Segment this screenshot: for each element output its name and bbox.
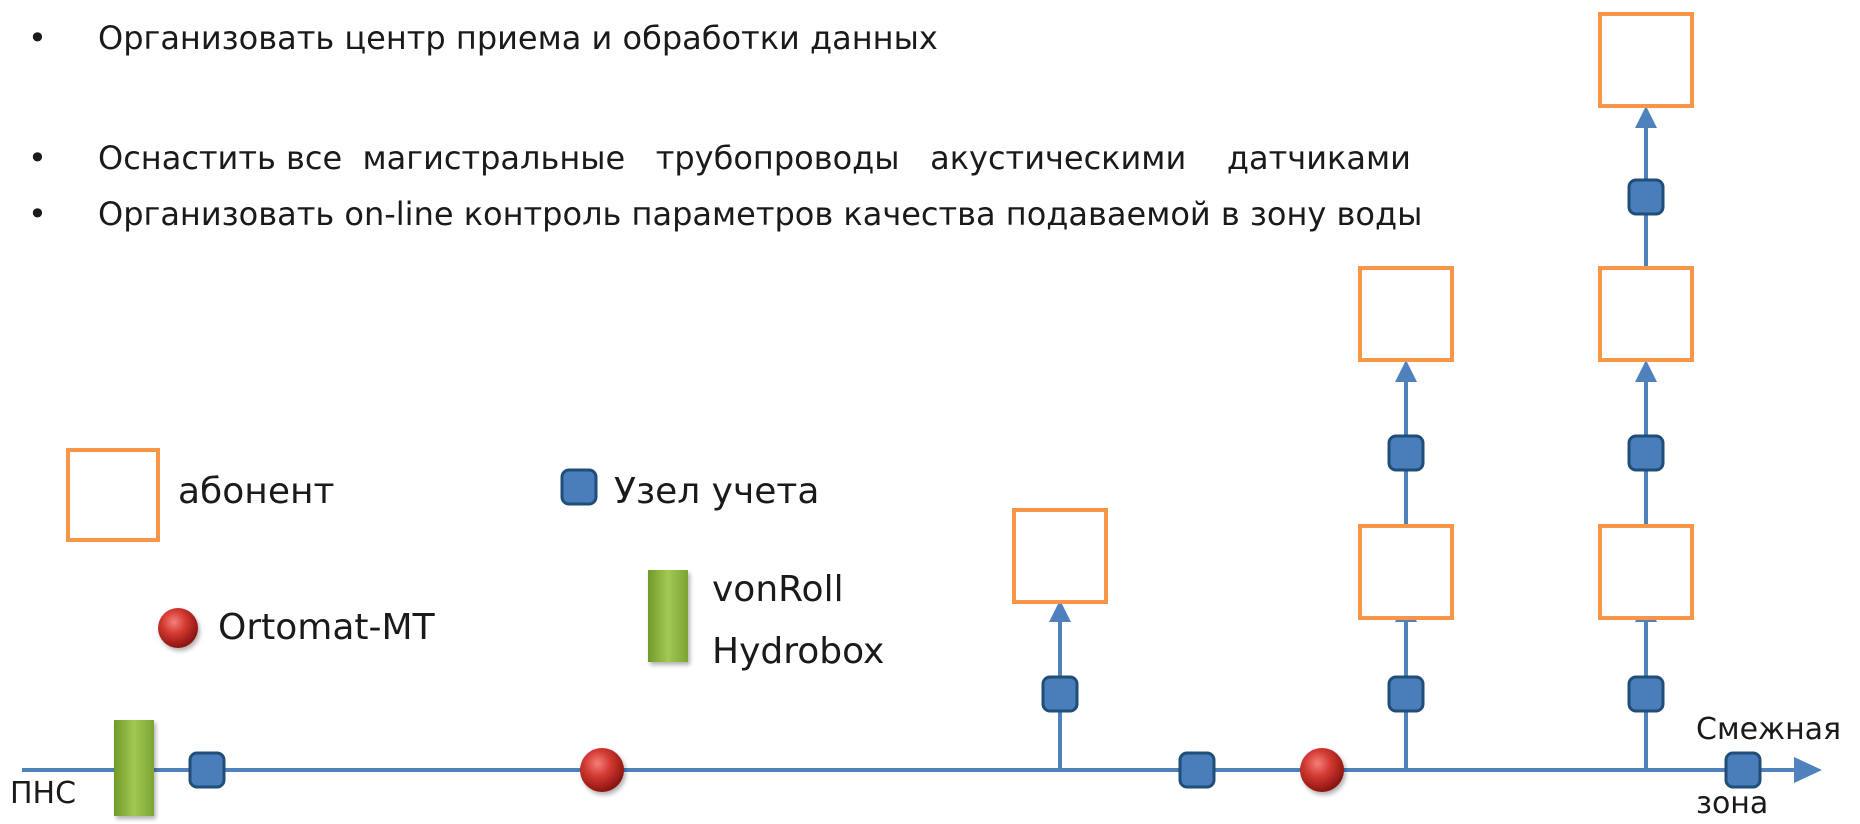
legend-ortomat-label: Ortomat-MT xyxy=(218,607,435,648)
ortomat-marker xyxy=(580,748,624,792)
branch-arrowhead xyxy=(1049,600,1071,622)
meter-node xyxy=(1041,675,1079,713)
bullet-text: Организовать центр приема и обработки да… xyxy=(98,19,938,57)
meter-node xyxy=(188,751,226,789)
legend-hydrobox-icon xyxy=(648,570,688,662)
bullet-text: Организовать on-line контроль параметров… xyxy=(98,195,1423,233)
main-pipe-arrowhead xyxy=(1794,757,1822,783)
subscriber-box xyxy=(1598,12,1694,108)
bullet-item: • Организовать on-line контроль параметр… xyxy=(0,194,1422,354)
meter-node xyxy=(1627,434,1665,472)
subscriber-box xyxy=(1358,524,1454,620)
adjacent-zone-label-line1: Смежная xyxy=(1696,712,1842,747)
subscriber-box xyxy=(1012,508,1108,604)
pns-label: ПНС xyxy=(10,776,77,811)
legend-meter-icon xyxy=(560,468,598,506)
branch-arrowhead xyxy=(1635,106,1657,128)
legend-meter-label: Узел учета xyxy=(614,471,820,512)
ortomat-marker xyxy=(1300,748,1344,792)
bullet-marker: • xyxy=(28,19,47,57)
legend-hydrobox-label-line2: Hydrobox xyxy=(712,631,885,672)
branch-arrowhead xyxy=(1395,360,1417,382)
branch-arrowhead xyxy=(1635,360,1657,382)
legend-hydrobox-label-line1: vonRoll xyxy=(712,569,844,610)
bullet-list: • Организовать центр приема и обработки … xyxy=(0,0,1640,260)
meter-node xyxy=(1627,178,1665,216)
bullet-item: • Организовать центр приема и обработки … xyxy=(0,18,938,178)
legend-subscriber-label: абонент xyxy=(178,471,335,512)
bullet-text: Оснастить все магистральные трубопроводы… xyxy=(98,139,1411,177)
hydrobox-marker xyxy=(114,720,154,816)
subscriber-box xyxy=(1598,266,1694,362)
bullet-item: • Оснастить все магистральные трубопрово… xyxy=(0,138,1411,298)
bullet-marker: • xyxy=(28,195,47,233)
bullet-marker: • xyxy=(28,139,47,177)
meter-node xyxy=(1387,434,1425,472)
meter-node xyxy=(1178,751,1216,789)
meter-node xyxy=(1627,675,1665,713)
adjacent-zone-label-line2: зона xyxy=(1696,786,1769,821)
legend-ortomat-icon xyxy=(158,608,198,648)
subscriber-box xyxy=(1598,524,1694,620)
meter-node xyxy=(1724,751,1762,789)
legend-subscriber-icon xyxy=(66,448,160,542)
subscriber-box xyxy=(1358,266,1454,362)
meter-node xyxy=(1387,675,1425,713)
